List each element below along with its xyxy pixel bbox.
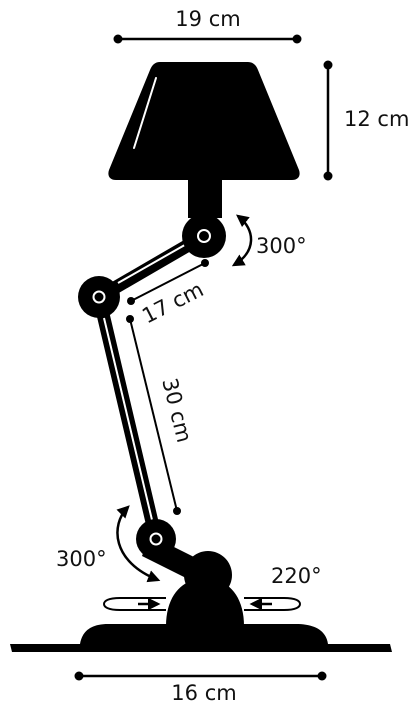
lower-arm-measure-line	[129, 318, 178, 512]
lamp-elbow-joint	[78, 276, 120, 318]
base-width-end-right	[317, 671, 327, 681]
upper-arm-measure-end-2	[201, 259, 209, 267]
lower-arm-measure-end-2	[173, 507, 181, 515]
lamp-head-joint-pin	[197, 229, 211, 243]
base-rotation-label: 300°	[56, 547, 107, 571]
lamp-lower-arm-highlight	[103, 317, 153, 521]
dimension-lines	[74, 34, 333, 681]
lamp-neck	[188, 178, 222, 218]
shade-height-end-bottom	[323, 171, 333, 181]
shade-width-label: 19 cm	[175, 7, 240, 31]
shade-height-end-top	[323, 60, 333, 70]
upper-arm-measure-end-1	[127, 297, 135, 305]
swivel-ellipse-right	[244, 597, 302, 611]
base-rotation-arrow-icon	[116, 505, 161, 583]
lamp-illustration	[10, 62, 392, 652]
shade-width-end-left	[113, 34, 123, 44]
base-width-label: 16 cm	[171, 681, 236, 705]
lamp-shade-highlight	[133, 77, 157, 149]
lamp-base-plate	[10, 624, 392, 652]
shade-width-end-right	[292, 34, 302, 44]
rotation-arrows	[102, 214, 302, 611]
shade-height-label: 12 cm	[344, 107, 409, 131]
base-width-end-left	[74, 671, 84, 681]
lamp-elbow-joint-pin	[92, 290, 106, 304]
lamp-shade	[108, 62, 300, 180]
lamp-lower-joint	[136, 519, 176, 559]
upper-arm-label: 17 cm	[138, 277, 207, 328]
lower-arm-label: 30 cm	[157, 376, 196, 445]
upper-arm-measure-line	[130, 262, 206, 302]
lamp-upper-arm-highlight	[117, 241, 191, 284]
swivel-rotation-label: 220°	[271, 564, 322, 588]
lower-arm-measure-end-1	[126, 315, 134, 323]
head-rotation-arrow-icon	[231, 214, 253, 267]
lamp-head-joint	[182, 214, 226, 258]
swivel-ellipse-left	[102, 597, 166, 611]
head-rotation-label: 300°	[256, 234, 307, 258]
